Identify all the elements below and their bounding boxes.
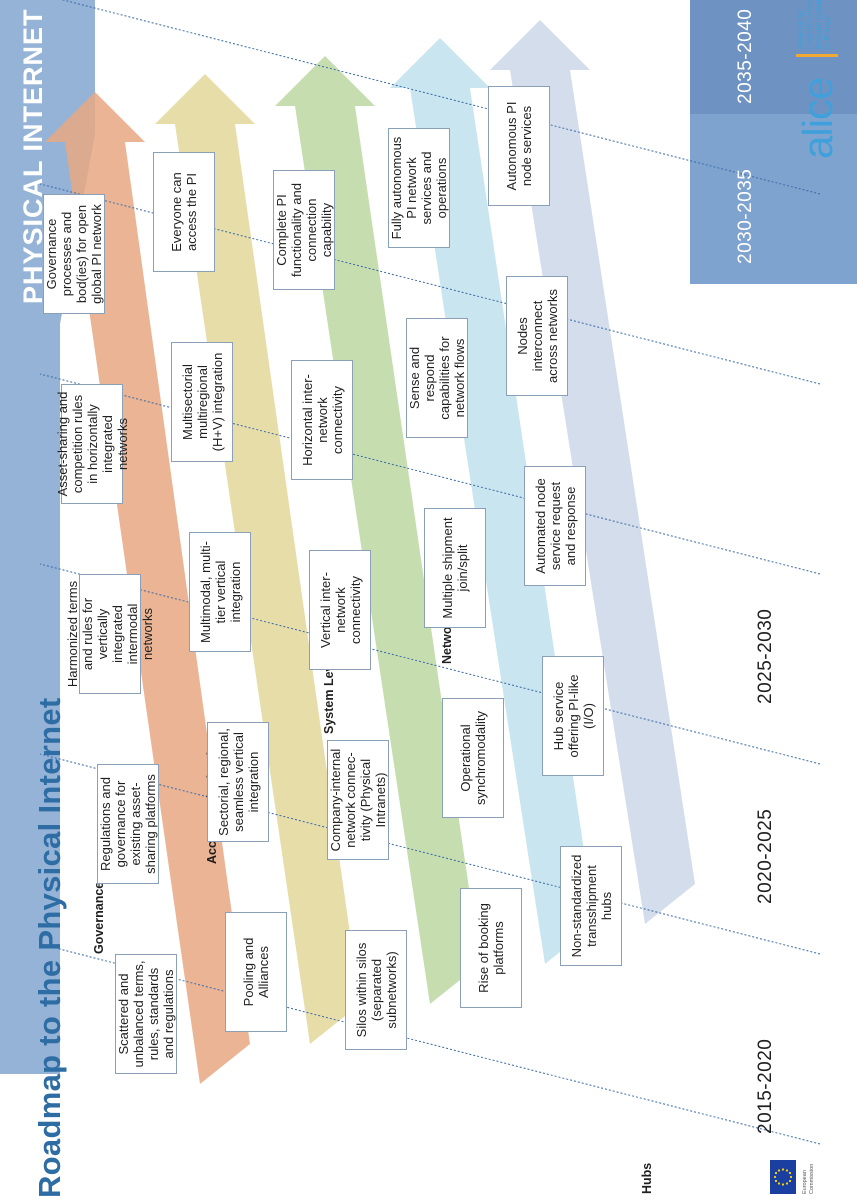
hubs-box-4: Nodes interconnect across networks <box>506 276 568 396</box>
year-band-2030-2035 <box>690 114 857 284</box>
access-box-5: Everyone can access the PI <box>153 152 215 272</box>
ec-logo-text: European Commission <box>802 1134 815 1194</box>
system-box-2: Company-internal network connec-tivity (… <box>327 740 389 860</box>
lane-label-hubs: Hubs <box>640 1162 654 1194</box>
ec-logo-text-line: Commission <box>808 1163 815 1194</box>
hubs-box-1: Non-standardized transshipment hubs <box>560 846 622 966</box>
year-label-2020-2025: 2020-2025 <box>755 808 776 904</box>
lane-band-access <box>155 74 360 1044</box>
lane-band-hubs <box>490 20 695 924</box>
hubs-box-2: Hub service offering PI-like (I/O) <box>542 656 604 776</box>
hubs-box-5: Autonomous PI node services <box>488 86 550 206</box>
governance-box-5: Governance processes and bod(ies) for op… <box>43 194 105 314</box>
access-box-3: Multimodal, multi-tier vertical integrat… <box>189 532 251 652</box>
networks-box-2: Operational synchromodality <box>442 698 504 818</box>
alice-logo-tagline: Alliance for Logistics Innovation throug… <box>796 0 832 49</box>
alice-tagline-line: Logistics Innovation <box>805 0 814 49</box>
access-box-4: Multisectorial multiregional (H+V) integ… <box>171 342 233 462</box>
alice-logo-bar <box>796 54 838 57</box>
lane-band-governance <box>45 92 250 1084</box>
european-commission-logo: European Commission <box>770 1134 840 1194</box>
governance-box-1: Scattered and unbalanced terms, rules, s… <box>115 954 177 1074</box>
year-label-2035-2040: 2035-2040 <box>735 8 756 104</box>
system-box-4: Horizontal inter-network connectivity <box>291 360 353 480</box>
year-band-2035-2040 <box>690 0 857 114</box>
alice-tagline-line: in Europe <box>823 14 832 49</box>
networks-box-4: Sense and respond capabilities for netwo… <box>406 318 468 438</box>
year-label-2030-2035: 2030-2035 <box>735 168 756 264</box>
alice-tagline-line: Alliance for <box>796 9 805 49</box>
year-label-2025-2030: 2025-2030 <box>755 608 776 704</box>
year-label-2015-2020: 2015-2020 <box>755 1038 776 1134</box>
governance-box-2: Regulations and governance for existing … <box>97 764 159 884</box>
physical-internet-band <box>0 0 95 1074</box>
access-box-1: Pooling and Alliances <box>225 912 287 1032</box>
networks-box-1: Rise of booking platforms <box>460 888 522 1008</box>
governance-box-3: Harmonized terms and rules for verticall… <box>65 574 155 694</box>
lane-band-system <box>275 56 480 1004</box>
system-box-5: Complete PI functionality and connection… <box>273 170 335 290</box>
hubs-box-3: Automated node service request and respo… <box>524 466 586 586</box>
alice-tagline-line: through Collaboration <box>814 0 823 49</box>
eu-flag-icon <box>770 1160 796 1194</box>
alice-logo-wordmark: alice <box>794 77 841 159</box>
networks-box-5: Fully autonomous PI network services and… <box>388 128 450 248</box>
networks-box-3: Multiple shipment join/split <box>424 508 486 628</box>
governance-box-4: Asset-sharing and competition rules in h… <box>55 384 130 504</box>
alice-logo: alice Alliance for Logistics Innovation … <box>790 0 850 159</box>
system-box-1: Silos within silos (separated subnetwork… <box>345 930 407 1050</box>
lane-label-governance: Governance <box>92 881 106 954</box>
page-title: Roadmap to the Physical Internet <box>32 697 67 1198</box>
system-box-3: Vertical inter-network connectivity <box>309 550 371 670</box>
access-box-2: Sectorial, regional, seamless vertical i… <box>207 722 269 842</box>
